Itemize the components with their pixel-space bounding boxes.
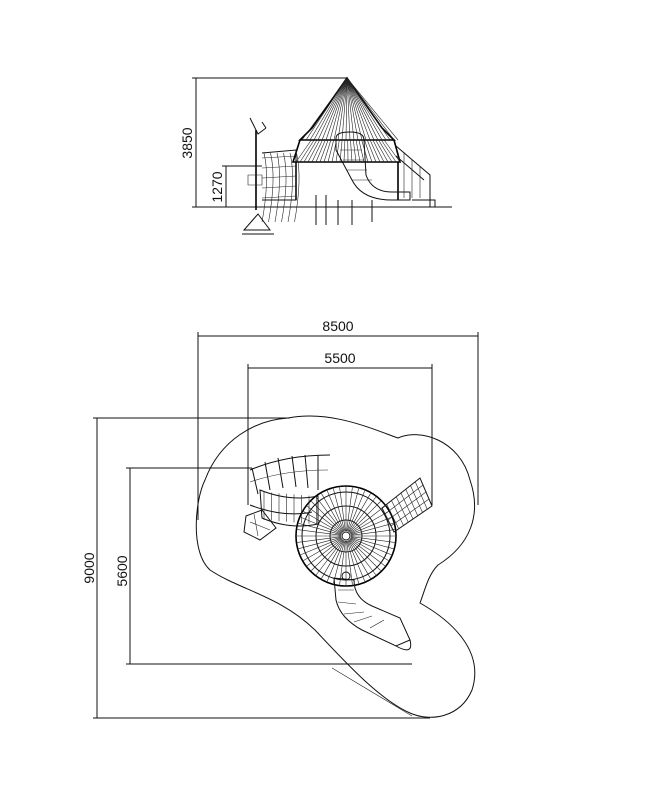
dim-8500: 8500 — [197, 318, 479, 520]
plan-bridge — [243, 489, 319, 541]
dim-label-5500: 5500 — [324, 350, 355, 366]
elevation-stairs — [395, 145, 436, 207]
elevation-view: 3850 1270 — [179, 76, 452, 235]
cone-roof — [291, 76, 402, 200]
plan-climbing-net — [249, 454, 331, 495]
plan-slide — [333, 571, 412, 651]
dim-label-8500: 8500 — [322, 318, 353, 334]
plan-tower — [295, 485, 397, 587]
dim-5500: 5500 — [247, 350, 433, 505]
dim-3850: 3850 — [179, 77, 347, 208]
safety-zone-outline — [195, 415, 476, 718]
dim-label-1270: 1270 — [209, 171, 225, 202]
dim-5600: 5600 — [114, 467, 412, 665]
elevation-posts — [315, 195, 373, 225]
elevation-slide — [335, 131, 411, 201]
plan-view: 8500 5500 9000 5600 — [81, 318, 479, 719]
dim-label-3850: 3850 — [179, 127, 195, 158]
elevation-pole — [242, 117, 274, 235]
dim-9000: 9000 — [81, 417, 430, 719]
dim-1270: 1270 — [209, 165, 262, 207]
dim-label-5600: 5600 — [114, 555, 130, 586]
dim-label-9000: 9000 — [81, 552, 97, 583]
plan-net-ladder — [381, 477, 433, 533]
elevation-net — [261, 149, 300, 223]
